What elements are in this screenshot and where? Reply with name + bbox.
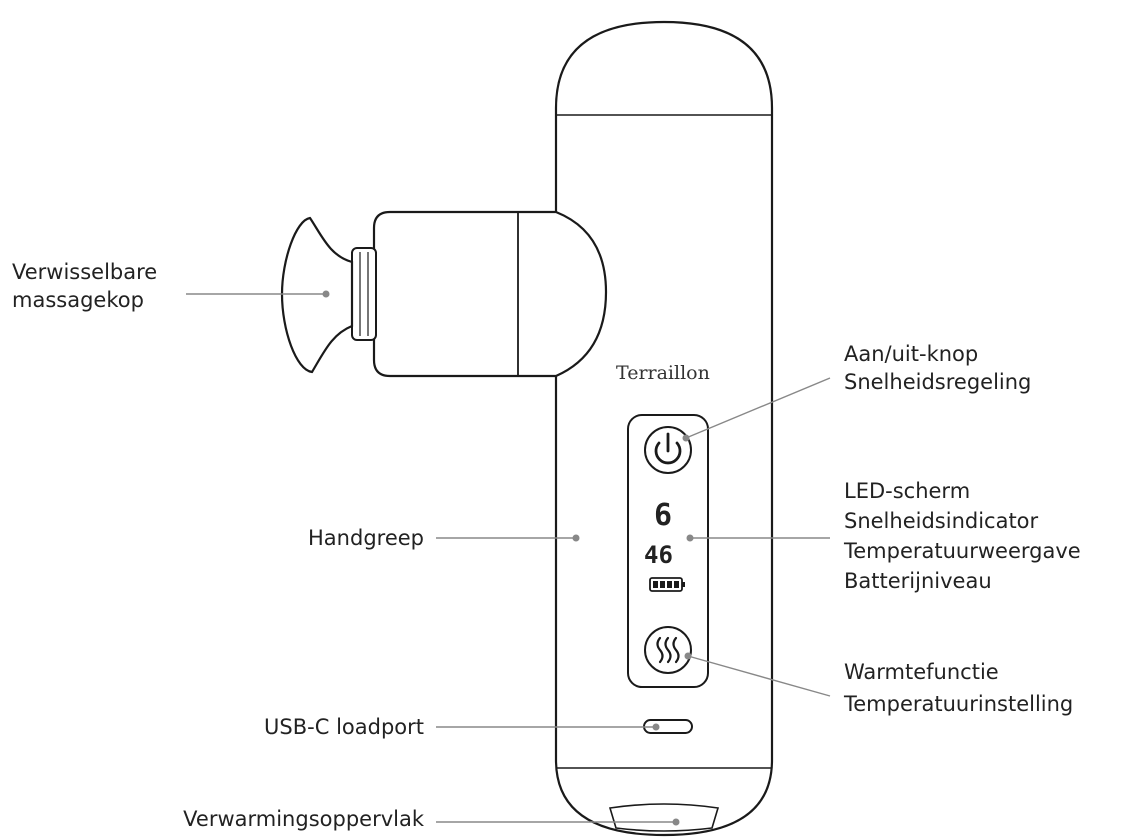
label-line: Warmtefunctie [844,660,999,684]
label-line: Snelheidsregeling [844,370,1032,394]
label-line: Aan/uit-knop [844,342,979,366]
motor-housing [372,210,608,378]
label-line: Batterijniveau [844,569,992,593]
power-icon [654,432,682,465]
power-button[interactable] [644,426,692,474]
label-massage-head: Verwisselbare massagekop [12,258,157,314]
label-power-button: Aan/uit-knop Snelheidsregeling [844,340,1031,396]
label-line: massagekop [12,288,144,312]
label-line: Temperatuurweergave [844,539,1081,563]
leader-dots [322,290,694,826]
leader-heat-function [687,655,831,697]
control-panel [627,414,709,688]
label-line: Snelheidsindicator [844,509,1039,533]
leader-power-button [685,377,831,439]
label-heat-function: Warmtefunctie Temperatuurinstelling [844,656,1073,720]
label-line: Temperatuurinstelling [844,692,1074,716]
battery-icon [649,577,685,592]
heat-button[interactable] [644,626,692,674]
head-connector [351,247,377,341]
heat-waves-icon [656,636,680,664]
leader-lines [186,293,831,823]
heating-plate [608,803,720,832]
label-usb-port: USB-C loadport [264,715,424,739]
led-temperature-value: 46 [644,541,673,569]
brand-logo: Terraillon [616,362,710,384]
led-speed-value: 6 [654,498,673,533]
label-led-screen: LED-scherm Snelheidsindicator Temperatuu… [844,476,1081,596]
label-line: Verwisselbare [12,260,158,284]
massage-head [280,216,354,374]
label-line: LED-scherm [844,479,971,503]
label-handle: Handgreep [308,526,424,550]
label-heating-surface: Verwarmingsoppervlak [183,807,424,831]
